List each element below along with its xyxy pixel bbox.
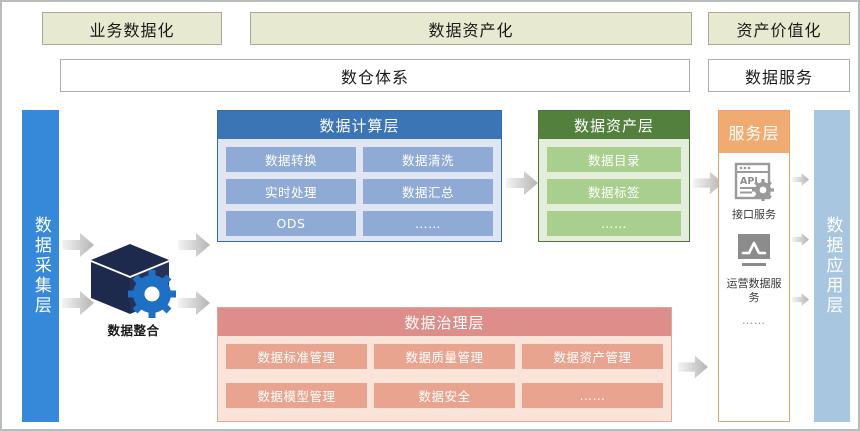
panel-title: 服务层 xyxy=(728,124,780,143)
panel-title: 数据计算层 xyxy=(319,116,400,135)
chip-item[interactable]: 数据转换 xyxy=(226,147,356,172)
arrow-collect-to-integration-top xyxy=(62,232,94,258)
panel-body: 数据转换 数据清洗 实时处理 数据汇总 ODS …… xyxy=(218,139,501,243)
panel-data-asset-layer: 数据资产层 数据目录 数据标签 …… xyxy=(538,110,690,242)
api-window-gear-icon: API xyxy=(734,162,774,201)
panel-body: API xyxy=(719,153,789,421)
banner-label: 数据资产化 xyxy=(428,20,514,40)
arrow-collect-to-integration-bottom xyxy=(62,290,94,316)
chip-item[interactable]: 数据清洗 xyxy=(363,147,493,172)
arrow-compute-to-asset xyxy=(506,170,538,196)
arrow-integration-to-compute xyxy=(178,232,210,258)
svg-text:API: API xyxy=(740,176,758,187)
arrow-integration-to-governance xyxy=(178,290,210,316)
panel-data-compute-layer: 数据计算层 数据转换 数据清洗 实时处理 数据汇总 ODS …… xyxy=(217,110,502,242)
data-integration-block: 数据整合 xyxy=(86,240,181,339)
arrow-service-to-app-3 xyxy=(792,292,809,307)
cube-gear-icon xyxy=(90,244,176,318)
arrow-governance-to-service xyxy=(678,354,708,380)
chip-item[interactable]: 数据标准管理 xyxy=(226,344,367,369)
panel-header: 服务层 xyxy=(719,111,789,153)
panel-body: 数据标准管理 数据质量管理 数据资产管理 数据模型管理 数据安全 …… xyxy=(218,336,671,423)
subbox-label: 数据服务 xyxy=(744,67,813,87)
panel-title: 数据资产层 xyxy=(573,116,654,135)
arrow-asset-to-service xyxy=(693,170,723,196)
panel-header: 数据治理层 xyxy=(218,308,671,336)
chip-item[interactable]: …… xyxy=(547,211,681,236)
column-data-application-layer: 数据应用层 xyxy=(814,110,850,422)
subbox-data-service: 数据服务 xyxy=(708,59,850,92)
chip-item[interactable]: 数据质量管理 xyxy=(374,344,515,369)
banner-asset-valuation: 资产价值化 xyxy=(708,12,850,45)
chip-item[interactable]: 数据标签 xyxy=(547,179,681,204)
panel-title: 数据治理层 xyxy=(404,313,485,332)
service-entry-label: 接口服务 xyxy=(732,208,776,221)
monitor-chart-icon xyxy=(738,233,770,266)
chip-item[interactable]: 数据汇总 xyxy=(363,179,493,204)
panel-header: 数据资产层 xyxy=(539,111,689,139)
panel-header: 数据计算层 xyxy=(218,111,501,139)
chip-item[interactable]: 数据安全 xyxy=(374,383,515,408)
chip-item[interactable]: …… xyxy=(363,211,493,236)
chip-item[interactable]: 数据资产管理 xyxy=(522,344,663,369)
data-integration-label: 数据整合 xyxy=(107,323,160,338)
subbox-data-warehouse-system: 数仓体系 xyxy=(60,59,690,92)
subbox-label: 数仓体系 xyxy=(340,67,409,87)
banner-business-datafication: 业务数据化 xyxy=(42,12,222,45)
column-label: 数据应用层 xyxy=(822,216,843,316)
arrow-service-to-app-1 xyxy=(792,172,809,187)
chip-item[interactable]: 数据目录 xyxy=(547,147,681,172)
service-more-label: …… xyxy=(742,314,766,328)
column-label: 数据采集层 xyxy=(30,216,51,316)
service-entry-label: 运营数据服务 xyxy=(726,276,782,304)
arrow-service-to-app-2 xyxy=(792,232,809,247)
chip-item[interactable]: …… xyxy=(522,383,663,408)
column-data-collection-layer: 数据采集层 xyxy=(22,110,59,422)
panel-body: 数据目录 数据标签 …… xyxy=(539,139,689,243)
banner-label: 业务数据化 xyxy=(89,20,175,40)
banner-data-assetization: 数据资产化 xyxy=(250,12,692,45)
panel-data-governance-layer: 数据治理层 数据标准管理 数据质量管理 数据资产管理 数据模型管理 数据安全 …… xyxy=(217,307,672,422)
banner-label: 资产价值化 xyxy=(736,20,822,40)
chip-item[interactable]: ODS xyxy=(226,211,356,236)
chip-item[interactable]: 实时处理 xyxy=(226,179,356,204)
chip-item[interactable]: 数据模型管理 xyxy=(226,383,367,408)
panel-service-layer: 服务层 API xyxy=(718,110,790,422)
